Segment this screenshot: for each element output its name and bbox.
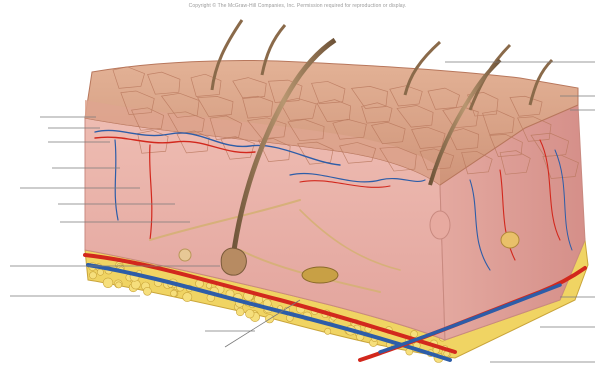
fat-globule [206,283,211,288]
fat-globule [89,272,96,279]
fat-globule [325,328,331,334]
fat-globule [171,290,178,297]
hair-follicle-long [221,248,246,275]
nerve-ending [179,249,191,261]
fat-globule [246,310,255,319]
fat-globule [143,287,151,295]
arrector-bulge [430,211,450,239]
fat-globule [103,278,113,288]
fat-globule [183,292,192,301]
sebaceous-gland [302,267,338,283]
fat-globule [97,269,103,275]
sweat-gland [501,232,519,248]
fat-globule [236,308,244,316]
fat-globule [116,282,122,288]
